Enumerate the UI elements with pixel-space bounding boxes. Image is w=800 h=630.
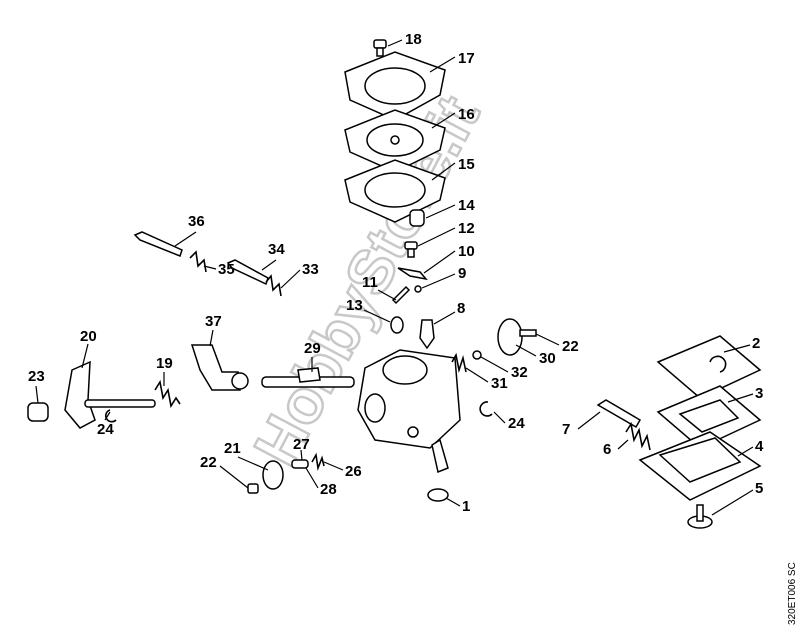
part-labels: 18 17 16 15 14 12 10 9 11 8 13 36 35 34 … xyxy=(28,31,764,515)
screen-1 xyxy=(427,488,449,502)
label-1: 1 xyxy=(462,498,470,515)
screw-22-left xyxy=(247,483,259,494)
cover-4 xyxy=(638,431,762,501)
disc-30 xyxy=(497,318,537,356)
label-37: 37 xyxy=(205,313,222,330)
spring-31 xyxy=(451,352,467,374)
label-6: 6 xyxy=(603,441,611,458)
label-7: 7 xyxy=(562,421,570,438)
screw-5 xyxy=(687,504,713,529)
spring-9 xyxy=(414,285,422,293)
spring-33 xyxy=(265,274,282,297)
label-8: 8 xyxy=(457,300,465,317)
label-32: 32 xyxy=(511,364,528,381)
leader-lines xyxy=(35,39,754,516)
label-34: 34 xyxy=(268,241,285,258)
needle-8 xyxy=(419,319,435,350)
label-16: 16 xyxy=(458,106,475,123)
clip-24-right xyxy=(479,401,493,417)
carburetor-body xyxy=(357,349,461,474)
label-26: 26 xyxy=(345,463,362,480)
ball-32 xyxy=(472,350,482,360)
screw-7 xyxy=(596,399,642,429)
screw-36 xyxy=(133,231,183,257)
gasket-2 xyxy=(656,335,762,399)
label-12: 12 xyxy=(458,220,475,237)
label-13: 13 xyxy=(346,297,363,314)
label-3: 3 xyxy=(755,385,763,402)
label-33: 33 xyxy=(302,261,319,278)
label-28: 28 xyxy=(320,481,337,498)
screw-12 xyxy=(404,241,418,258)
label-36: 36 xyxy=(188,213,205,230)
label-15: 15 xyxy=(458,156,475,173)
label-9: 9 xyxy=(458,265,466,282)
label-30: 30 xyxy=(539,350,556,367)
diaphragm-16 xyxy=(344,109,446,173)
label-11: 11 xyxy=(362,274,378,291)
label-10: 10 xyxy=(458,243,475,260)
label-27: 27 xyxy=(293,436,310,453)
screw-18 xyxy=(373,39,387,57)
label-14: 14 xyxy=(458,197,475,214)
lever-10 xyxy=(397,267,428,281)
label-18: 18 xyxy=(405,31,422,48)
label-21: 21 xyxy=(224,440,241,457)
label-24-left: 24 xyxy=(97,421,114,438)
cap-23 xyxy=(27,402,49,422)
cover-17 xyxy=(344,51,446,121)
shaft-20 xyxy=(64,360,156,429)
label-20: 20 xyxy=(80,328,97,345)
label-31: 31 xyxy=(491,375,508,392)
label-23: 23 xyxy=(28,368,45,385)
label-17: 17 xyxy=(458,50,475,67)
label-35: 35 xyxy=(218,261,235,278)
label-24-right: 24 xyxy=(508,415,525,432)
plug-14 xyxy=(409,209,425,227)
spring-35 xyxy=(189,250,207,273)
gasket-15 xyxy=(344,159,446,223)
label-19: 19 xyxy=(156,355,173,372)
pin-11 xyxy=(391,285,411,305)
lever-37 xyxy=(190,344,249,391)
washer-21 xyxy=(262,460,284,490)
label-2: 2 xyxy=(752,335,760,352)
label-22-left: 22 xyxy=(200,454,217,471)
spring-19 xyxy=(154,379,181,409)
drawing-code: 320ET006 SC xyxy=(787,562,798,625)
label-4: 4 xyxy=(755,438,764,455)
clip-24-left xyxy=(104,409,117,423)
ball-13 xyxy=(390,316,404,334)
label-29: 29 xyxy=(304,340,321,357)
spring-6 xyxy=(625,421,651,451)
label-22-right: 22 xyxy=(562,338,579,355)
label-5: 5 xyxy=(755,480,763,497)
diaphragm-3 xyxy=(656,385,762,449)
throttle-shaft-29 xyxy=(261,367,355,388)
spring-pin-27-28 xyxy=(291,452,325,472)
